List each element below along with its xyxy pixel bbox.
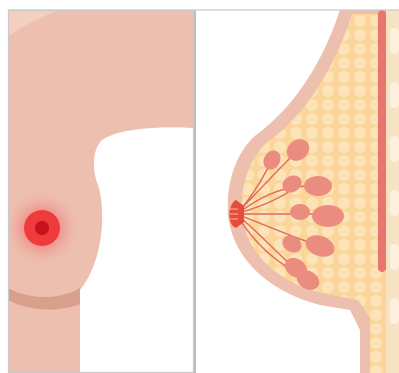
exterior-view-panel — [6, 10, 194, 373]
torso-skin — [8, 10, 194, 373]
lump-marker-icon — [6, 192, 78, 264]
cross-section-panel — [227, 10, 399, 373]
chest-muscle — [378, 10, 386, 272]
